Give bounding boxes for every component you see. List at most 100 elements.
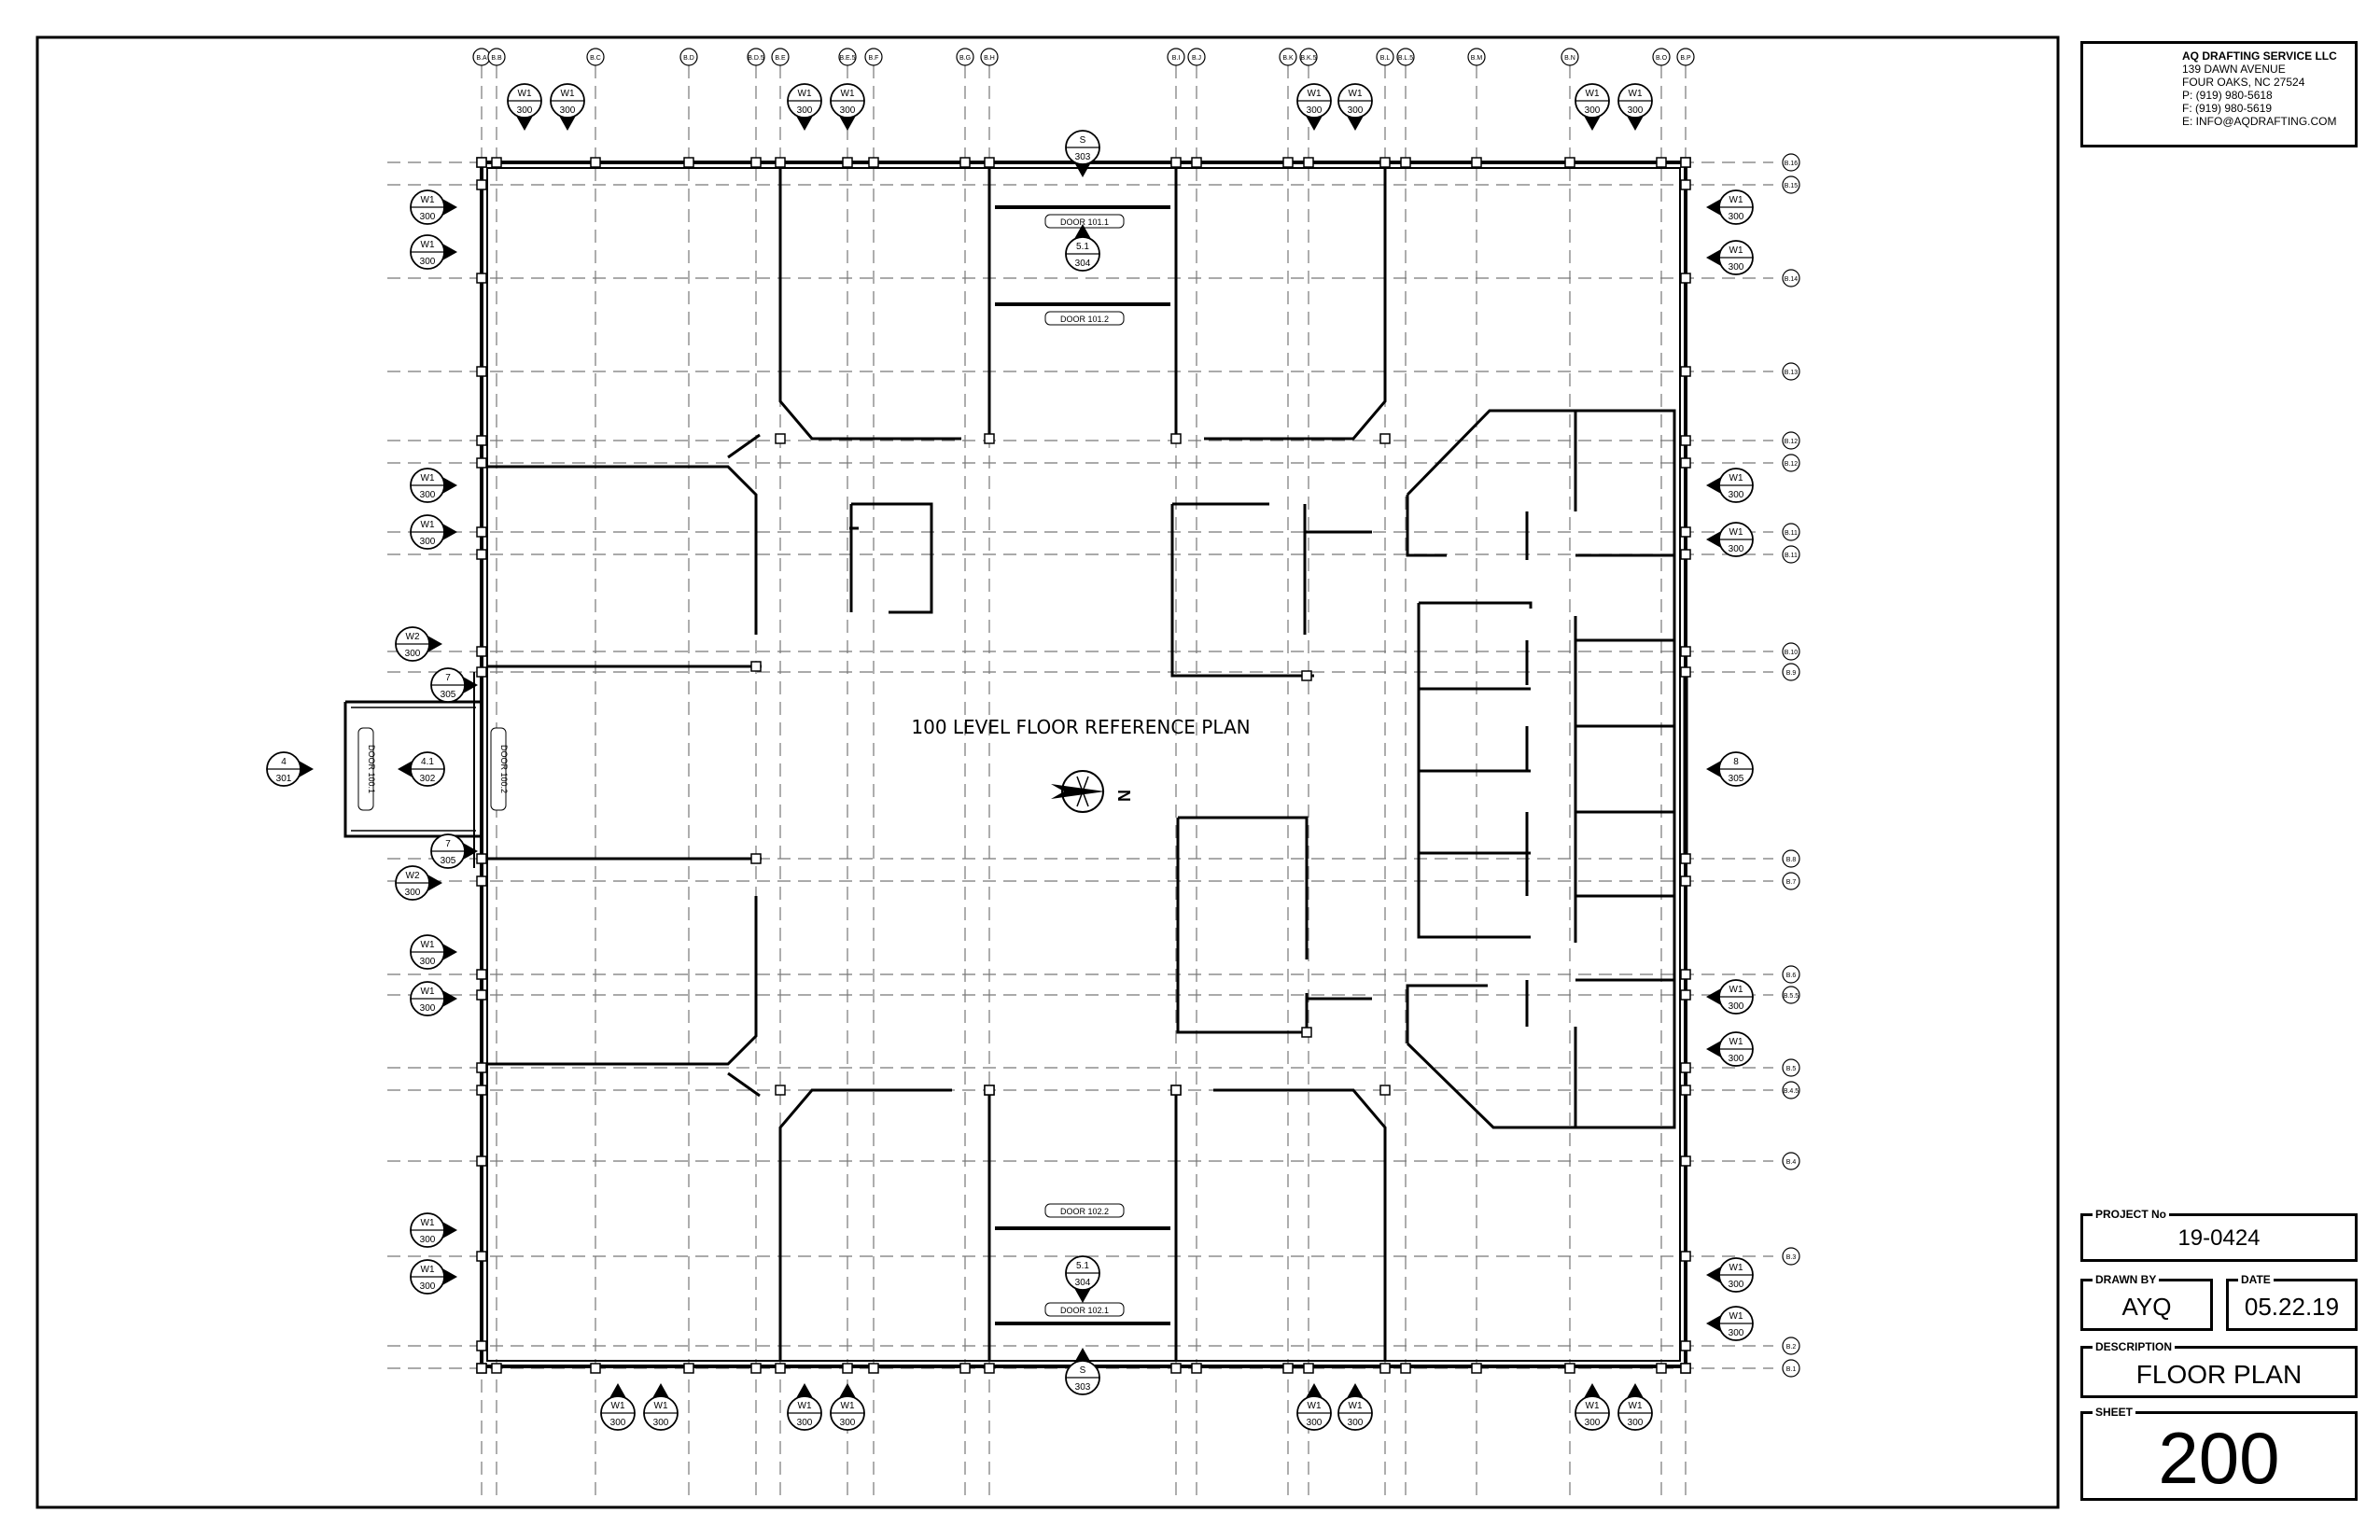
grid-bubble-right: B.8 <box>1782 849 1800 868</box>
section-marker-id: W1 <box>1308 1401 1322 1411</box>
grid-bubble-top: B.E.5 <box>838 48 857 66</box>
section-marker-sheet: 300 <box>797 1418 813 1428</box>
grid-bubble-right: B.4 <box>1782 1152 1800 1170</box>
section-marker-id: 5.1 <box>1076 1261 1089 1271</box>
column-marker <box>683 157 694 168</box>
grid-bubble-top: B.P <box>1676 48 1695 66</box>
column-marker <box>1191 1363 1202 1374</box>
column-marker <box>1471 157 1482 168</box>
column-marker <box>775 1363 786 1374</box>
door-tag-100-1: DOOR 100.1 <box>357 727 376 811</box>
company-info-box: AQ DRAFTING SERVICE LLC 139 DAWN AVENUE … <box>2080 41 2358 147</box>
column-marker <box>476 435 487 446</box>
column-marker <box>1191 157 1202 168</box>
grid-bubble-top-label: B.N <box>1564 55 1575 62</box>
column-marker <box>984 1085 995 1096</box>
section-marker-id: W1 <box>1729 195 1743 205</box>
door-tag-102-1: DOOR 102.1 <box>1044 1302 1125 1317</box>
section-marker-sheet: 300 <box>420 490 436 500</box>
column-marker <box>1680 366 1691 377</box>
description: FLOOR PLAN <box>2135 1360 2303 1389</box>
column-marker <box>476 853 487 864</box>
company-address-1: 139 DAWN AVENUE <box>2182 63 2286 76</box>
drawn-by-box: DRAWN BY AYQ <box>2080 1273 2213 1331</box>
grid-bubble-top-label: B.P <box>1680 55 1691 62</box>
column-marker <box>491 157 502 168</box>
section-marker-sheet: 302 <box>420 774 436 784</box>
section-marker-id: W1 <box>1586 1401 1600 1411</box>
column-marker <box>1170 157 1182 168</box>
section-marker-id: W1 <box>421 1265 435 1275</box>
grid-bubble-right-label: B.6 <box>1786 973 1797 979</box>
section-marker-sheet: 300 <box>420 1281 436 1292</box>
column-marker <box>1680 1363 1691 1374</box>
section-marker-sheet: 300 <box>610 1418 626 1428</box>
section-marker-sheet: 305 <box>441 856 456 866</box>
grid-bubble-top-label: B.D <box>683 55 694 62</box>
door-tag-101-2: DOOR 101.2 <box>1044 311 1125 326</box>
column-marker <box>590 157 601 168</box>
grid-bubble-top: B.I <box>1167 48 1185 66</box>
column-marker <box>1680 646 1691 657</box>
column-marker <box>1680 1085 1691 1096</box>
column-marker <box>1680 549 1691 560</box>
column-marker <box>1379 1363 1391 1374</box>
grid-bubble-right-label: B.4 <box>1786 1159 1797 1166</box>
door-tag-102-1-label: DOOR 102.1 <box>1060 1306 1109 1315</box>
column-marker <box>476 666 487 678</box>
column-marker <box>1656 1363 1667 1374</box>
section-marker-id: W1 <box>421 987 435 997</box>
section-marker-id: W1 <box>421 195 435 205</box>
grid-bubble-top-label: B.C <box>590 55 601 62</box>
door-tag-101-2-label: DOOR 101.2 <box>1060 315 1109 324</box>
column-marker <box>1282 157 1294 168</box>
section-marker-sheet: 300 <box>1729 1328 1744 1338</box>
column-marker <box>750 1363 762 1374</box>
company-address-2: FOUR OAKS, NC 27524 <box>2182 76 2305 89</box>
column-marker <box>1680 1251 1691 1262</box>
grid-bubble-top: B.J <box>1187 48 1206 66</box>
column-marker <box>1656 157 1667 168</box>
section-marker-id: 4 <box>281 757 287 767</box>
column-marker <box>984 1363 995 1374</box>
grid-bubble-top-label: B.K <box>1282 55 1294 62</box>
grid-bubble-top: B.H <box>980 48 999 66</box>
door-tag-100-1-label: DOOR 100.1 <box>367 745 376 793</box>
grid-bubble-top: B.N <box>1561 48 1579 66</box>
section-marker-sheet: 300 <box>653 1418 669 1428</box>
column-marker <box>476 989 487 1001</box>
grid-bubble-right-label: B.15 <box>1785 183 1799 189</box>
column-marker <box>476 157 487 168</box>
section-marker-sheet: 300 <box>560 105 576 116</box>
grid-bubble-right-label: B.13 <box>1785 370 1799 376</box>
section-marker-sheet: 300 <box>1628 105 1644 116</box>
column-marker <box>1303 157 1314 168</box>
door-tags: DOOR 101.1 DOOR 101.2 DOOR 102.2 DOOR 10… <box>357 214 1125 1317</box>
section-marker-id: 8 <box>1733 757 1739 767</box>
section-marker-id: W1 <box>798 1401 812 1411</box>
section-marker-sheet: 300 <box>420 957 436 967</box>
grid-bubble-right: B.12 <box>1782 431 1800 450</box>
section-marker-id: 4.1 <box>421 757 434 767</box>
grid-bubble-top-label: B.F <box>869 55 879 62</box>
section-marker-sheet: 300 <box>1628 1418 1644 1428</box>
grid-bubble-top: B.C <box>586 48 605 66</box>
grid-bubble-right: B.3 <box>1782 1247 1800 1266</box>
column-marker <box>1379 157 1391 168</box>
column-marker <box>959 157 971 168</box>
column-marker <box>1680 875 1691 887</box>
grid-bubble-right: B.2 <box>1782 1337 1800 1355</box>
section-marker-id: W1 <box>421 473 435 483</box>
